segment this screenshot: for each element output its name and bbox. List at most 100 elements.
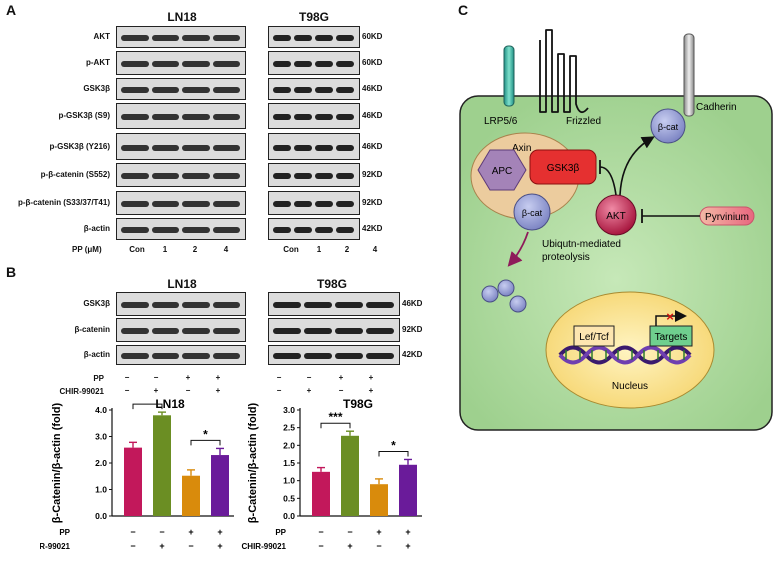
gsk-box	[529, 149, 597, 185]
panel-b-ln18-title: LN18	[167, 277, 197, 291]
panel-a-row-label: AKT	[93, 32, 110, 41]
panel-b-t98g-blot	[268, 345, 400, 365]
panel-a-kd-label: 92KD	[362, 170, 383, 179]
panel-a-t98g-blot	[268, 51, 360, 75]
panel-b-ln18-blot-band	[212, 328, 240, 334]
panel-a-lane-t98g-2: 2	[344, 245, 350, 254]
panel-a-ln18-blot	[116, 218, 246, 240]
panel-b-pp-sign: +	[338, 373, 344, 382]
panel-b-ln18-blot-band	[121, 302, 149, 308]
panel-a-t98g-title: T98G	[298, 10, 329, 24]
panel-a-ln18-blot-band	[121, 87, 149, 93]
ln18-chart-chir-sign: −	[130, 541, 135, 551]
nucleus-label: Nucleus	[612, 381, 648, 392]
panel-a-ln18-blot-band	[182, 61, 210, 67]
panel-b-kd-label: 42KD	[402, 350, 423, 359]
panel-b-pp-sign: −	[124, 373, 130, 382]
panel-a-kd-label: 46KD	[362, 84, 383, 93]
membrane-bcat-label: β-cat	[658, 122, 679, 132]
panel-a-t98g-blot-band	[294, 87, 312, 93]
panel-a-t98g-blot-band	[273, 87, 291, 93]
panel-b-chir-sign: −	[124, 386, 130, 395]
panel-a-t98g-blot-band	[315, 227, 333, 233]
panel-a-ln18-blot-band	[121, 144, 149, 151]
panel-a-t98g-blot-band	[336, 173, 354, 179]
t98g-chart-ytick-label: 1.5	[283, 458, 295, 468]
panel-a-t98g-blot-band	[294, 173, 312, 179]
panel-b-chir-sign: +	[215, 386, 221, 395]
ln18-chart-ytick-label: 1.0	[95, 485, 107, 495]
panel-a-t98g-blot-band	[315, 144, 333, 151]
panel-a-ln18-blot	[116, 163, 246, 187]
panel-b-t98g-blot-band	[273, 302, 301, 308]
panel-a-ln18-blot-band	[212, 227, 240, 233]
panel-a-kd-label: 60KD	[362, 32, 383, 41]
akt-label: AKT	[606, 211, 625, 222]
degraded-fragment-2	[497, 279, 515, 297]
panel-b-t98g-title: T98G	[316, 277, 347, 291]
ln18-chart-sig-label: *	[203, 427, 208, 441]
akt-activates-bcat	[619, 136, 655, 196]
panel-b-t98g-blot	[268, 292, 400, 316]
panel-a-ln18-blot-band	[151, 227, 179, 233]
ln18-chart-ytick-label: 3.0	[95, 432, 107, 442]
panel-a-lane-ln18-2: 2	[192, 245, 198, 254]
t98g-chart-chir-sign: −	[376, 541, 381, 551]
ubiq-label-2: proteolysis	[542, 252, 590, 263]
panel-b-ln18-blot-band	[121, 328, 149, 334]
t98g-chart-pp-label: PP	[275, 528, 286, 537]
panel-a-t98g-blot-band	[273, 227, 291, 233]
panel-a-ln18-blot-band	[151, 144, 179, 151]
panel-a-t98g-blot-band	[273, 114, 291, 120]
panel-a-ln18-blot-band	[121, 173, 149, 179]
panel-a-kd-label: 92KD	[362, 198, 383, 207]
panel-a-ln18-blot-band	[182, 173, 210, 179]
panel-a-t98g-blot-band	[315, 87, 333, 93]
ln18-chart-ytick-label: 4.0	[95, 405, 107, 415]
panel-b-t98g-blot-band	[304, 328, 332, 334]
panel-a-ln18-blot-band	[212, 173, 240, 179]
t98g-chart-sig-label: *	[391, 438, 396, 452]
ln18-chart-bar	[124, 447, 142, 516]
panel-a-ln18-blot-band	[182, 144, 210, 151]
panel-a-t98g-blot-band	[294, 61, 312, 67]
panel-a-lane-ln18-1: 1	[162, 245, 168, 254]
panel-a-ln18-blot-band	[182, 87, 210, 93]
panel-a-row-label: p-β-catenin (S552)	[40, 170, 110, 179]
targets-label: Targets	[655, 332, 688, 343]
t98g-chart-bar	[341, 435, 359, 516]
panel-a-t98g-blot	[268, 191, 360, 215]
panel-a-t98g-blot-band	[315, 201, 333, 207]
t98g-chart-pp-sign: −	[318, 527, 323, 537]
t98g-chart-pp-sign: −	[347, 527, 352, 537]
t98g-chart-ylabel: β-Catenin/β-actin (fold)	[247, 402, 259, 523]
ln18-chart-ytick-label: 2.0	[95, 458, 107, 468]
frizzled-receptor	[539, 29, 589, 114]
t98g-chart-sig-label: ***	[328, 410, 342, 424]
panel-a-lane-t98g-0: Con	[283, 245, 299, 254]
t98g-chart-ytick-label: 0.0	[283, 511, 295, 521]
pyrvinium-label: Pyrvinium	[705, 212, 749, 223]
panel-a-ln18-blot-band	[121, 227, 149, 233]
t98g-chart-bar	[370, 484, 388, 516]
panel-a-ln18-blot-band	[151, 114, 179, 120]
panel-a-ln18-blot-band	[121, 61, 149, 67]
panel-a-t98g-blot	[268, 163, 360, 187]
panel-a-kd-label: 60KD	[362, 58, 383, 67]
complex-bcat	[513, 193, 551, 231]
panel-c-label: C	[458, 2, 469, 18]
panel-b-t98g-blot-band	[366, 353, 394, 359]
panel-a-t98g-blot	[268, 26, 360, 48]
panel-b-ln18-blot-band	[151, 302, 179, 308]
ubiq-label-1: Ubiqutn-mediated	[542, 239, 621, 250]
panel-a-t98g-blot-band	[315, 173, 333, 179]
panel-a-t98g-blot-band	[336, 35, 354, 41]
panel-a-t98g-blot	[268, 133, 360, 160]
panel-a-row-label: p-GSK3β (Y216)	[49, 141, 110, 151]
t98g-chart-chir-sign: −	[318, 541, 323, 551]
panel-a-ln18-blot-band	[182, 227, 210, 233]
ln18-chart-pp-sign: +	[217, 527, 222, 537]
panel-a-t98g-blot-band	[273, 35, 291, 41]
panel-a-ln18-blot-band	[151, 61, 179, 67]
